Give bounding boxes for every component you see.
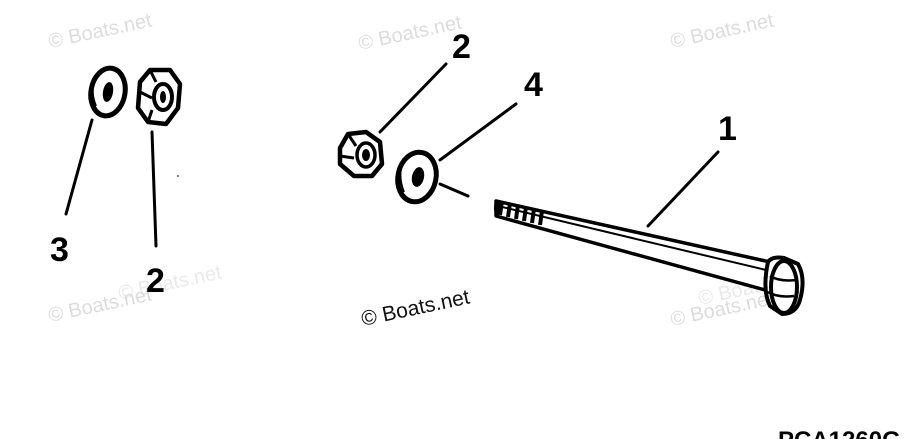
washer-left-part	[88, 65, 128, 119]
watermark-top-right: © Boats.net	[668, 9, 776, 52]
callout-washer-right: 4	[524, 66, 543, 104]
watermark-top-center: © Boats.net	[356, 11, 464, 54]
callout-bolt: 1	[718, 110, 737, 148]
callout-washer-left: 3	[50, 231, 69, 269]
callout-nut-right: 2	[452, 28, 471, 66]
assembly-dash	[438, 182, 470, 198]
watermark-mid-left: © Boats.net	[116, 261, 224, 304]
watermark-center: © Boats.net	[359, 285, 472, 330]
watermark-top-left: © Boats.net	[46, 9, 154, 52]
hex-nut-left-part	[135, 67, 183, 127]
washer-right-part	[395, 149, 439, 205]
bolt-part	[494, 199, 805, 316]
leader-lines	[64, 62, 720, 248]
speck-dot	[177, 175, 179, 177]
hex-nut-right-part	[337, 129, 385, 179]
diagram-code: PCA1260G	[778, 427, 901, 439]
callout-nut-left: 2	[146, 262, 165, 300]
